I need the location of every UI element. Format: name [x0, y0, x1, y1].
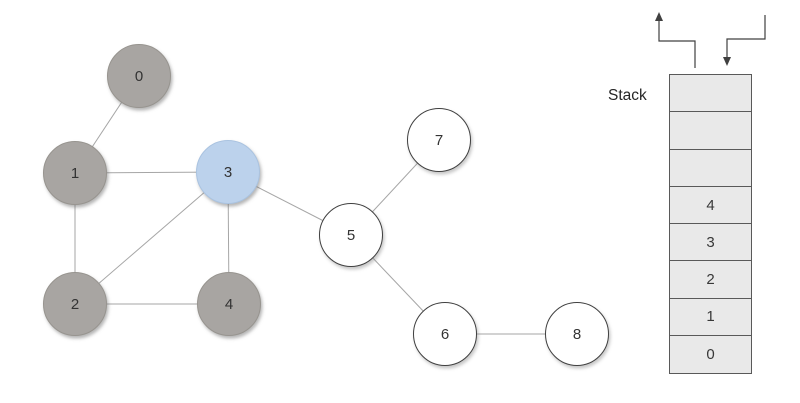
graph-node-label: 7 [434, 131, 444, 149]
graph-node-8: 8 [545, 302, 609, 366]
push-arrow-icon [723, 15, 766, 66]
graph-node-0: 0 [107, 44, 171, 108]
stack-cell-7: 0 [670, 336, 751, 374]
graph-node-label: 8 [572, 325, 582, 343]
graph-edge-2-3 [74, 171, 229, 305]
stack-cell-6: 1 [670, 298, 751, 337]
stack-cell-2 [670, 149, 751, 187]
graph-node-2: 2 [43, 272, 107, 336]
graph-node-1: 1 [43, 141, 107, 205]
graph-node-4: 4 [197, 272, 261, 336]
graph-node-7: 7 [407, 108, 471, 172]
stack-cell-5: 2 [670, 261, 751, 299]
graph-node-label: 3 [223, 163, 233, 181]
stack-cell-0 [670, 75, 751, 113]
stack-label: Stack [608, 87, 647, 104]
graph-node-5: 5 [319, 203, 383, 267]
graph-node-label: 4 [224, 295, 234, 313]
stack-cell-3: 4 [670, 186, 751, 225]
pop-arrow-icon [655, 12, 696, 68]
graph-node-3: 3 [196, 140, 260, 204]
graph-node-label: 1 [70, 164, 80, 182]
stack-cell-4: 3 [670, 224, 751, 262]
graph-node-label: 6 [440, 325, 450, 343]
graph-node-label: 0 [134, 67, 144, 85]
graph-node-label: 2 [70, 295, 80, 313]
stack-cell-1 [670, 112, 751, 150]
graph-node-label: 5 [346, 226, 356, 244]
graph-node-6: 6 [413, 302, 477, 366]
